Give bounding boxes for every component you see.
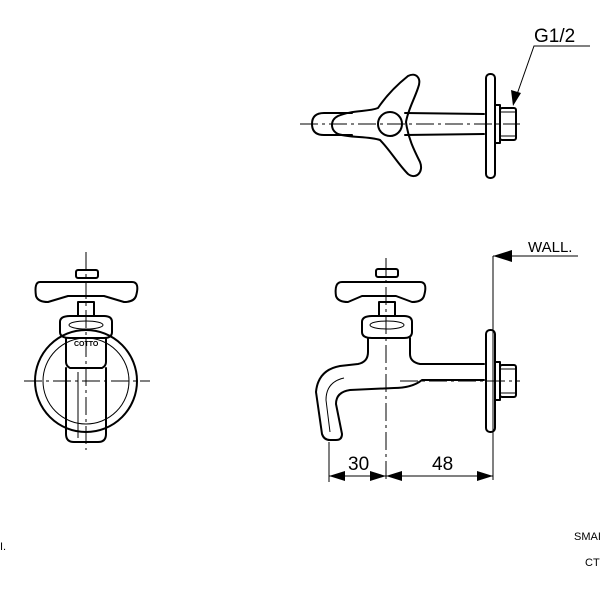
corner-text-line1: SMAI (574, 531, 600, 543)
side-view-thread (499, 364, 517, 398)
top-view-body-top (404, 112, 485, 115)
corner-text-line2: CT (585, 557, 600, 569)
top-view-body-bottom (404, 133, 485, 136)
dim-spout-value: 30 (348, 454, 369, 475)
side-view-bonnet (361, 315, 413, 339)
dim-arrow-1 (329, 471, 345, 481)
top-view: G1/2 (300, 26, 590, 179)
top-view-spout-body (311, 112, 353, 136)
dim-arrow-4 (477, 471, 493, 481)
dim-wall-value: 48 (432, 454, 453, 475)
front-view-bonnet (59, 315, 113, 339)
top-view-wall-flange (485, 73, 496, 179)
front-view-wall-flange (34, 329, 138, 433)
dim-arrow-3 (386, 471, 402, 481)
front-view-body (65, 337, 107, 369)
side-view-bonnet-ring (369, 320, 405, 330)
left-edge-text: I. (0, 541, 6, 553)
front-view: COTTO (24, 252, 150, 450)
front-view-handle-cap (75, 269, 99, 279)
side-view-body-and-spout (315, 337, 485, 441)
front-view-spout (65, 367, 107, 443)
side-view-handle (334, 281, 427, 303)
top-view-handle (331, 73, 422, 178)
thread-leader-line (514, 45, 590, 101)
side-view: WALL. 30 48 (315, 239, 578, 482)
dim-arrow-2 (370, 471, 386, 481)
top-view-handle-hub (377, 111, 403, 137)
wall-label: WALL. (528, 239, 572, 256)
front-view-brand-mark: COTTO (74, 341, 99, 348)
side-view-spout-highlight (325, 377, 345, 433)
front-view-bonnet-ring (68, 320, 104, 330)
thread-size-label: G1/2 (534, 26, 575, 47)
wall-leader-arrow (493, 250, 512, 262)
side-view-stem (378, 301, 396, 317)
thread-leader-arrow (511, 90, 521, 106)
top-view-thread (499, 107, 517, 141)
front-view-handle (34, 281, 139, 303)
side-view-handle-cap (375, 268, 399, 278)
